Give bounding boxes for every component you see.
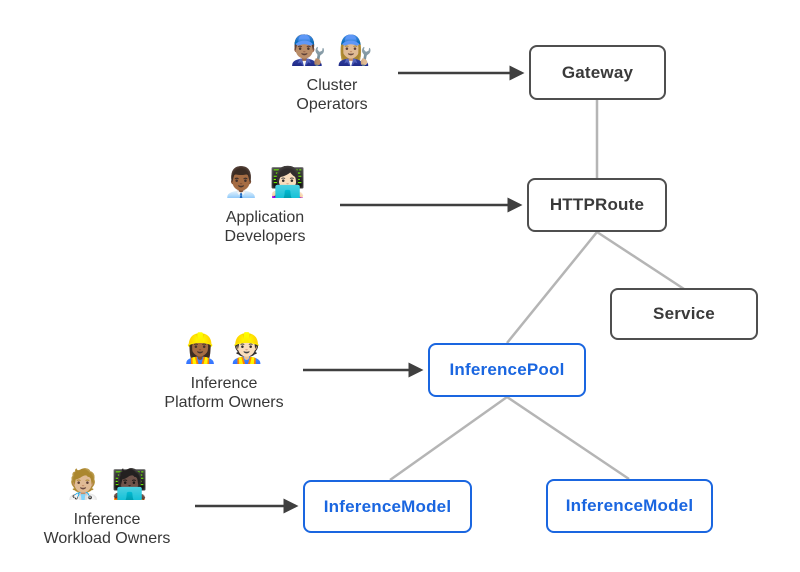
persona-label-line2: Workload Owners [43, 529, 171, 547]
persona-inference-platform-owners: 👷🏾‍♀️ 👷🏻 Inference Platform Owners [134, 328, 314, 412]
persona-label-line2: Developers [224, 227, 306, 245]
persona-application-developers-label: Application Developers [175, 209, 355, 246]
edge-httproute-service [596, 230, 685, 291]
workload-owners-emoji-icon: 🧑🏼‍⚕️ 🧑🏿‍💻 [65, 469, 149, 501]
persona-label-line1: Inference [73, 511, 141, 528]
persona-cluster-operators: 👨🏽‍🔧 👩🏼‍🔧 Cluster Operators [242, 30, 422, 114]
node-inferencemodel-left: InferenceModel [303, 480, 472, 533]
persona-inference-workload-owners-label: Inference Workload Owners [17, 511, 197, 548]
edge-inferencepool-inferencemodel-left [389, 395, 508, 482]
persona-label-line2: Operators [296, 95, 368, 113]
edge-inferencepool-inferencemodel-right [506, 395, 630, 481]
persona-application-developers: 👨🏾‍💼 👩🏻‍💻 Application Developers [175, 162, 355, 246]
persona-inference-workload-owners: 🧑🏼‍⚕️ 🧑🏿‍💻 Inference Workload Owners [17, 464, 197, 548]
persona-label-line1: Application [225, 209, 305, 226]
mechanics-emoji-icon: 👨🏽‍🔧 👩🏼‍🔧 [290, 35, 374, 67]
persona-label-line2: Platform Owners [164, 393, 284, 411]
developers-emoji-icon: 👨🏾‍💼 👩🏻‍💻 [223, 167, 307, 199]
node-service: Service [610, 288, 758, 340]
edge-httproute-inferencepool [506, 231, 598, 344]
persona-inference-platform-owners-label: Inference Platform Owners [134, 375, 314, 412]
construction-workers-emoji-icon: 👷🏾‍♀️ 👷🏻 [182, 333, 266, 365]
node-inferencepool: InferencePool [428, 343, 586, 397]
node-httproute: HTTPRoute [527, 178, 667, 232]
node-inferencemodel-right: InferenceModel [546, 479, 713, 533]
persona-label-line1: Cluster [306, 77, 358, 94]
persona-label-line1: Inference [190, 375, 258, 392]
node-gateway: Gateway [529, 45, 666, 100]
persona-cluster-operators-label: Cluster Operators [242, 77, 422, 114]
